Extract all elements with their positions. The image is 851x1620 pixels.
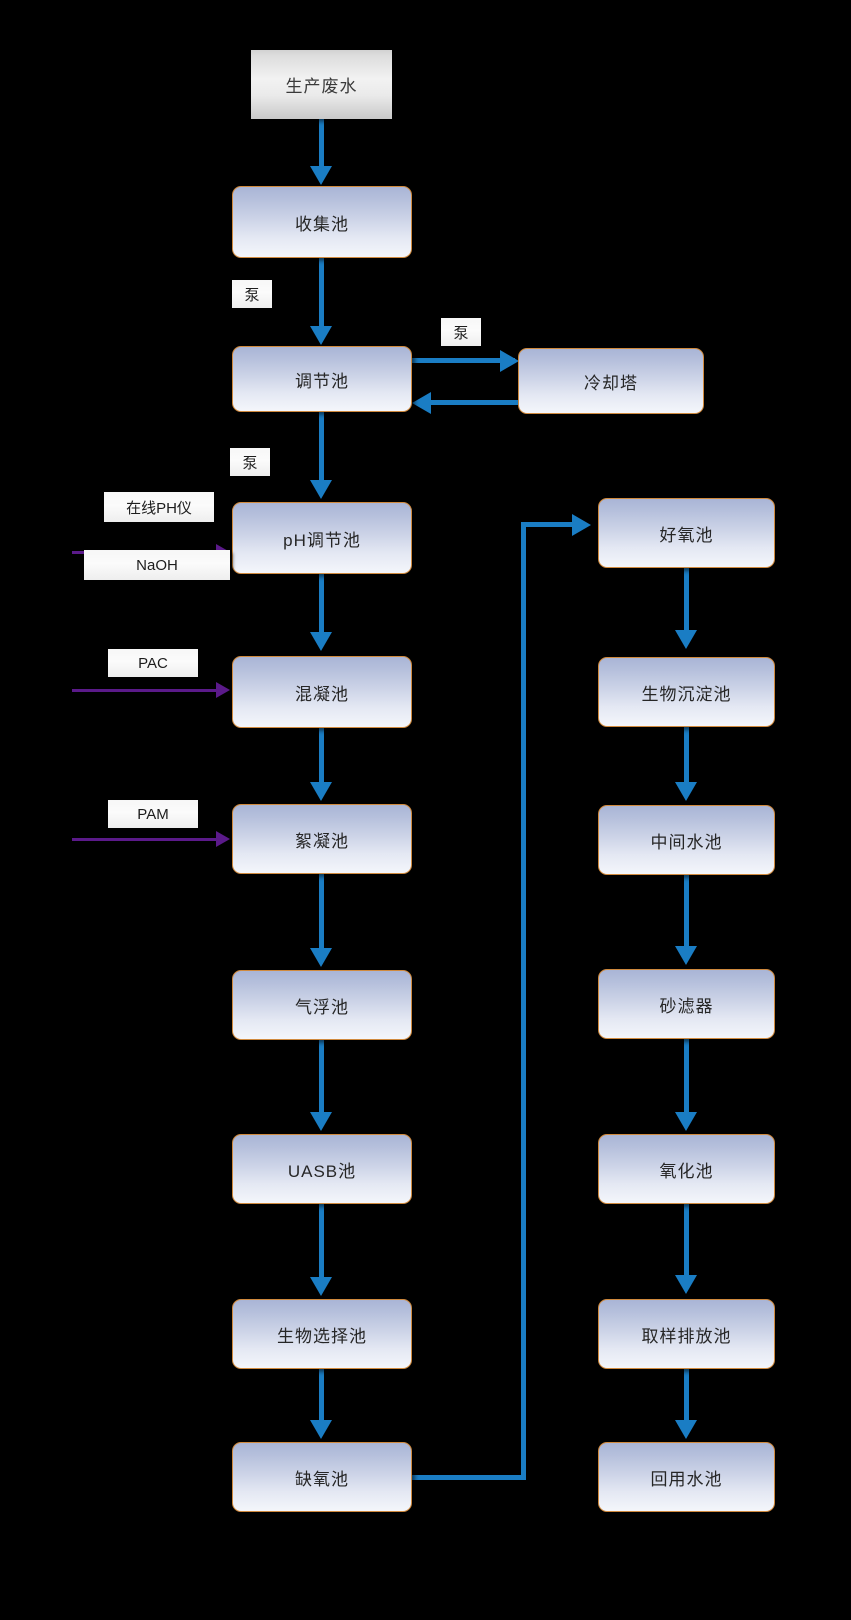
connector-source-to-collection bbox=[319, 118, 324, 168]
node-biosettling-tank[interactable]: 生物沉淀池 bbox=[598, 657, 775, 727]
arrowhead-sampling-to-reuse bbox=[675, 1420, 697, 1439]
dosing-arrowhead-pam bbox=[216, 831, 230, 847]
arrowhead-riser-to-aerobic bbox=[572, 514, 591, 536]
connector-bioselector-to-anoxic bbox=[319, 1367, 324, 1423]
node-source-wastewater[interactable]: 生产废水 bbox=[251, 50, 392, 119]
node-label: 缺氧池 bbox=[295, 1469, 349, 1489]
connector-adjust-to-ph bbox=[319, 408, 324, 480]
connector-flocculation-to-flotation bbox=[319, 872, 324, 950]
connector-uasb-to-bioselector bbox=[319, 1202, 324, 1280]
connector-cooling-to-adjust bbox=[430, 400, 600, 405]
node-sand-filter[interactable]: 砂滤器 bbox=[598, 969, 775, 1039]
arrowhead-source-to-collection bbox=[310, 166, 332, 185]
arrowhead-adjust-to-ph bbox=[310, 480, 332, 499]
connector-sandfilter-to-oxidation bbox=[684, 1038, 689, 1116]
chip-text: 在线PH仪 bbox=[126, 499, 192, 517]
node-label: 混凝池 bbox=[295, 684, 349, 704]
node-collection-tank[interactable]: 收集池 bbox=[232, 186, 412, 258]
node-label: 回用水池 bbox=[650, 1469, 723, 1489]
connector-oxidation-to-sampling bbox=[684, 1203, 689, 1277]
node-aerobic-tank[interactable]: 好氧池 bbox=[598, 498, 775, 568]
node-label: 生产废水 bbox=[285, 77, 358, 96]
node-uasb-tank[interactable]: UASB池 bbox=[232, 1134, 412, 1204]
arrowhead-flocculation-to-flotation bbox=[310, 948, 332, 967]
arrowhead-collection-to-adjust bbox=[310, 326, 332, 345]
node-bioselector-tank[interactable]: 生物选择池 bbox=[232, 1299, 412, 1369]
connector-collection-to-adjust bbox=[319, 256, 324, 328]
arrowhead-uasb-to-bioselector bbox=[310, 1277, 332, 1296]
arrowhead-ph-to-coagulation bbox=[310, 632, 332, 651]
connector-sampling-to-reuse bbox=[684, 1368, 689, 1424]
arrowhead-flotation-to-uasb bbox=[310, 1112, 332, 1131]
chip-text: 泵 bbox=[244, 286, 260, 304]
label-pump-3: 泵 bbox=[230, 448, 270, 476]
label-pam: PAM bbox=[108, 800, 198, 828]
node-label: 絮凝池 bbox=[295, 831, 349, 851]
node-ph-adjustment-tank[interactable]: pH调节池 bbox=[232, 502, 412, 574]
connector-intermediate-to-sandfilter bbox=[684, 874, 689, 948]
dosing-line-pac bbox=[72, 689, 224, 692]
node-adjustment-tank[interactable]: 调节池 bbox=[232, 346, 412, 412]
chip-text: 泵 bbox=[453, 324, 469, 342]
node-label: 调节池 bbox=[295, 371, 349, 391]
label-online-ph-meter: 在线PH仪 bbox=[104, 492, 214, 522]
connector-coagulation-to-flocculation bbox=[319, 726, 324, 786]
node-label: 生物选择池 bbox=[277, 1326, 367, 1346]
arrowhead-bioselector-to-anoxic bbox=[310, 1420, 332, 1439]
arrowhead-biosettle-to-intermediate bbox=[675, 782, 697, 801]
node-label: 中间水池 bbox=[650, 832, 723, 852]
label-pac: PAC bbox=[108, 649, 198, 677]
node-label: UASB池 bbox=[287, 1161, 357, 1181]
arrowhead-sandfilter-to-oxidation bbox=[675, 1112, 697, 1131]
node-label: 冷却塔 bbox=[584, 373, 638, 393]
node-reuse-water-tank[interactable]: 回用水池 bbox=[598, 1442, 775, 1512]
node-label: 氧化池 bbox=[659, 1161, 714, 1181]
connector-anoxic-riser bbox=[521, 522, 526, 1480]
node-oxidation-tank[interactable]: 氧化池 bbox=[598, 1134, 775, 1204]
label-pump-2: 泵 bbox=[441, 318, 481, 346]
chip-text: PAM bbox=[137, 805, 169, 823]
connector-flotation-to-uasb bbox=[319, 1038, 324, 1116]
label-naoh: NaOH bbox=[84, 550, 230, 580]
node-flocculation-tank[interactable]: 絮凝池 bbox=[232, 804, 412, 874]
dosing-line-pam bbox=[72, 838, 224, 841]
node-label: 生物沉淀池 bbox=[641, 684, 732, 704]
node-label: pH调节池 bbox=[283, 530, 361, 550]
arrowhead-aerobic-to-biosettle bbox=[675, 630, 697, 649]
label-pump-1: 泵 bbox=[232, 280, 272, 308]
connector-aerobic-to-biosettle bbox=[684, 566, 689, 632]
arrowhead-intermediate-to-sandfilter bbox=[675, 946, 697, 965]
connector-riser-to-aerobic bbox=[521, 522, 578, 527]
arrowhead-cooling-to-adjust bbox=[412, 392, 431, 414]
arrowhead-adjust-to-cooling bbox=[500, 350, 519, 372]
node-intermediate-tank[interactable]: 中间水池 bbox=[598, 805, 775, 875]
connector-ph-to-coagulation bbox=[319, 572, 324, 634]
node-label: 好氧池 bbox=[659, 525, 714, 545]
arrowhead-oxidation-to-sampling bbox=[675, 1275, 697, 1294]
chip-text: 泵 bbox=[242, 454, 258, 472]
chip-text: PAC bbox=[138, 654, 168, 672]
connector-adjust-to-cooling bbox=[410, 358, 515, 363]
node-label: 取样排放池 bbox=[641, 1326, 732, 1346]
dosing-arrowhead-pac bbox=[216, 682, 230, 698]
arrowhead-coagulation-to-flocculation bbox=[310, 782, 332, 801]
connector-anoxic-right bbox=[408, 1475, 526, 1480]
node-anoxic-tank[interactable]: 缺氧池 bbox=[232, 1442, 412, 1512]
node-label: 气浮池 bbox=[295, 997, 349, 1017]
chip-text: NaOH bbox=[136, 556, 178, 574]
connector-biosettle-to-intermediate bbox=[684, 726, 689, 786]
node-cooling-tower[interactable]: 冷却塔 bbox=[518, 348, 704, 414]
node-label: 收集池 bbox=[295, 214, 349, 234]
node-coagulation-tank[interactable]: 混凝池 bbox=[232, 656, 412, 728]
node-flotation-tank[interactable]: 气浮池 bbox=[232, 970, 412, 1040]
node-sampling-discharge-tank[interactable]: 取样排放池 bbox=[598, 1299, 775, 1369]
node-label: 砂滤器 bbox=[659, 996, 714, 1016]
